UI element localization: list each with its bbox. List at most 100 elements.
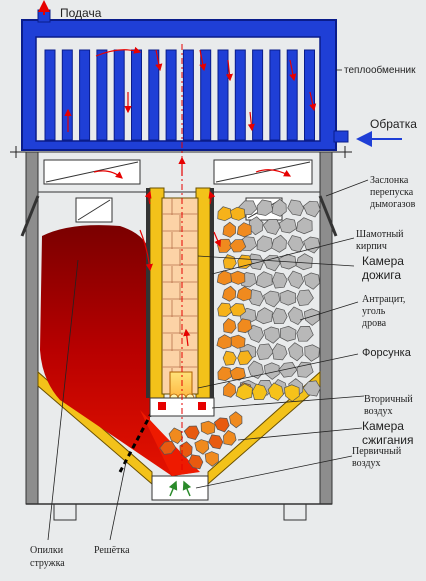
coal-stone	[278, 218, 297, 234]
coal-stone	[271, 272, 288, 289]
combustion-coal	[204, 451, 219, 467]
fuel-stone	[230, 334, 246, 349]
fuel-stone	[217, 366, 233, 382]
coal-stone	[271, 307, 288, 324]
svg-text:кирпич: кирпич	[356, 241, 387, 252]
flow-arrow	[199, 49, 207, 72]
exchanger-fins	[44, 49, 315, 141]
coal-stone	[278, 362, 298, 378]
flow-arrow	[208, 190, 216, 205]
svg-text:воздух: воздух	[352, 458, 381, 469]
flow-arrow	[255, 169, 292, 177]
coal-stone	[247, 360, 264, 380]
combustion-coal	[223, 429, 237, 446]
coal-stone	[256, 235, 273, 253]
combustion-coal	[188, 454, 204, 470]
svg-text:дрова: дрова	[362, 318, 387, 329]
coal-stone	[256, 199, 274, 216]
fuel-stone	[222, 285, 237, 302]
combustion-coal	[179, 441, 193, 459]
combustion-coal	[200, 420, 216, 435]
fuel-stone	[222, 350, 237, 366]
svg-text:сжигания: сжигания	[362, 433, 413, 447]
coal-stone	[263, 362, 280, 380]
coal-stone	[271, 234, 287, 253]
coal-stone	[256, 343, 274, 360]
exchanger-fin	[44, 49, 56, 141]
fuel-stone	[217, 206, 233, 222]
label-grate: Решётка	[94, 545, 130, 556]
coal-stone	[287, 199, 305, 216]
combustion-coal	[194, 439, 210, 455]
combustion-coal	[168, 427, 183, 445]
coal-stone	[295, 253, 313, 271]
fuel-stone	[229, 366, 246, 381]
fuel-stone	[223, 381, 237, 398]
exchanger-fin	[234, 49, 246, 141]
coal-stone	[279, 289, 297, 306]
label-heat-exchanger: теплообменник	[344, 64, 416, 76]
label-fireclay-brick: Шамотный кирпич	[356, 229, 404, 252]
flow-arrow	[95, 46, 142, 57]
fuel-stone	[267, 382, 284, 402]
coal-stone	[263, 290, 281, 308]
exchanger-fin	[96, 49, 108, 141]
flow-arrow	[139, 229, 153, 272]
exchanger-fin	[61, 49, 73, 141]
coal-stone	[255, 307, 273, 325]
coal-stone	[287, 270, 304, 289]
label-supply: Подача	[60, 6, 102, 20]
combustion-coal	[208, 434, 224, 450]
exchanger-fin	[304, 49, 315, 141]
svg-text:Первичный: Первичный	[352, 446, 402, 457]
flow-arrow	[309, 91, 317, 112]
label-combustion-chamber: Камера сжигания	[362, 419, 413, 447]
fuel-stone	[230, 270, 246, 285]
coal-stone	[271, 198, 287, 217]
label-afterburn-chamber: Камера дожига	[362, 254, 404, 282]
exchanger-fin	[217, 49, 229, 141]
exchanger-fin	[131, 49, 142, 141]
coal-stone	[296, 217, 313, 235]
label-secondary-air: Вторичный воздух	[364, 394, 413, 417]
exchanger-fin	[148, 49, 160, 141]
fuel-stone	[229, 206, 246, 221]
svg-text:Опилки: Опилки	[30, 545, 64, 556]
label-bypass-damper: Заслонка перепуска дымогазов	[370, 175, 416, 210]
coal-stone	[263, 326, 280, 344]
coal-stone	[303, 272, 320, 290]
svg-text:Шамотный: Шамотный	[356, 229, 404, 240]
fuel-stone	[237, 318, 253, 334]
svg-text:дымогазов: дымогазов	[370, 199, 416, 210]
coal-stone	[303, 308, 320, 326]
svg-text:стружка: стружка	[30, 558, 65, 569]
flow-arrow	[155, 49, 163, 72]
flow-arrow	[247, 111, 255, 132]
grate	[118, 411, 154, 473]
fuel-stone	[237, 350, 253, 366]
svg-text:Антрацит,: Антрацит,	[362, 294, 405, 305]
heat-exchanger	[21, 19, 337, 151]
fuel-stone	[222, 221, 236, 238]
flow-arrow	[93, 170, 123, 179]
svg-text:Заслонка: Заслонка	[370, 175, 409, 186]
combustion-coal	[213, 417, 230, 433]
combustion-coal	[229, 411, 243, 429]
coal-stone	[248, 216, 264, 236]
svg-text:уголь: уголь	[362, 306, 386, 317]
fuel-stone	[223, 317, 237, 334]
label-primary-air: Первичный воздух	[352, 446, 402, 469]
svg-text:Камера: Камера	[362, 419, 404, 433]
coal-stone	[279, 325, 297, 342]
coal-stone	[304, 344, 320, 362]
fireclay-bricks	[162, 198, 198, 385]
exchanger-fin	[200, 49, 212, 141]
exchanger-fin	[286, 49, 298, 141]
flow-arrow	[213, 231, 221, 248]
coal-stone	[288, 342, 304, 362]
label-nozzle: Форсунка	[362, 347, 412, 359]
coal-stone	[262, 218, 281, 235]
coal-stone	[256, 271, 273, 289]
exchanger-fin	[182, 49, 194, 141]
